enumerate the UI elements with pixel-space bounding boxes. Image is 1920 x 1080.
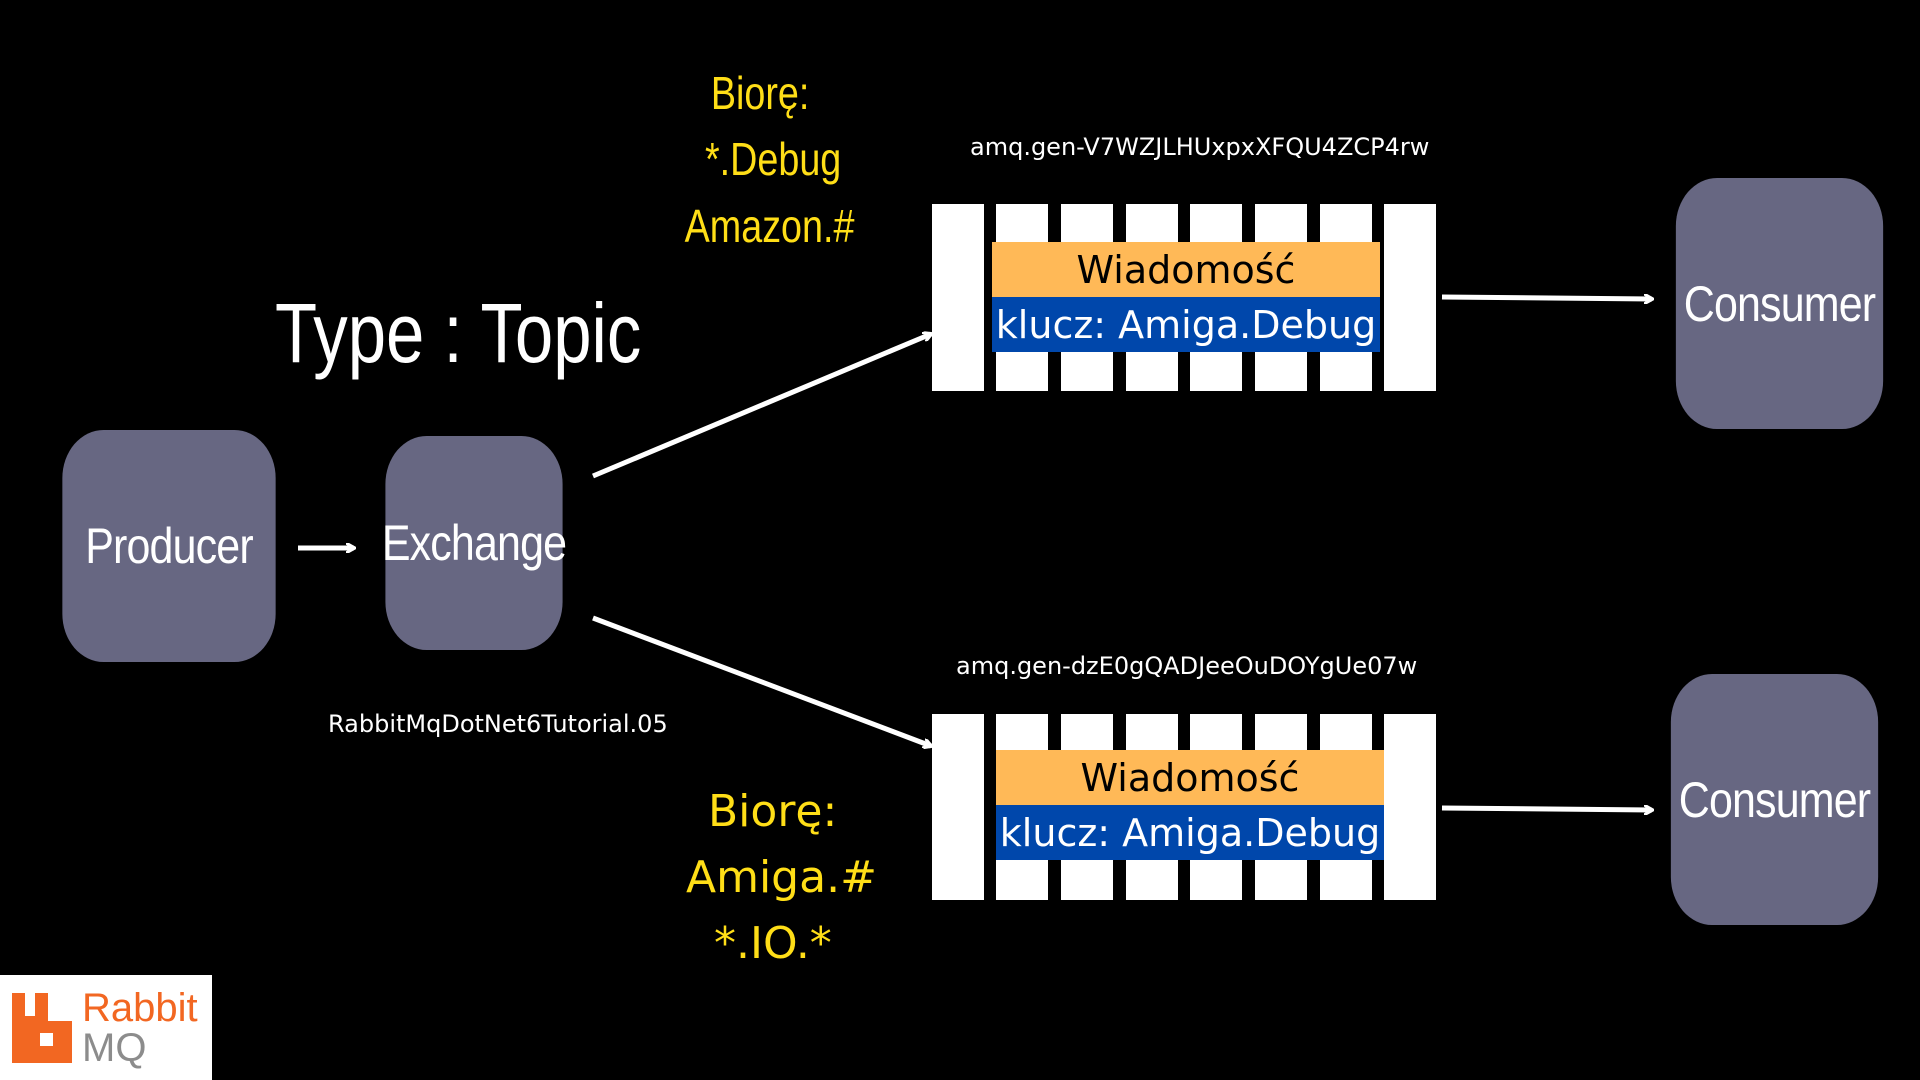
exchange-node: Exchange [382, 436, 567, 650]
queue-top-name: amq.gen-V7WZJLHUxpxXFQU4ZCP4rw [970, 133, 1430, 161]
queue-bottom-end-bar [932, 714, 984, 900]
queue-top-binding-2: Amazon.# [684, 200, 855, 252]
queue-bottom-binding-2: *.IO.* [714, 918, 832, 969]
arrow-queue-top-consumer [1441, 297, 1652, 299]
queue-bottom-binding-title: Biorę: [708, 786, 838, 837]
producer-label: Producer [85, 518, 253, 574]
queue-top-binding-title: Biorę: [710, 67, 810, 119]
queue-bottom-message-key: klucz: Amiga.Debug [996, 805, 1384, 860]
exchange-label: Exchange [381, 515, 567, 571]
queue-top-end-bar [1384, 204, 1436, 391]
rabbitmq-logo: Rabbit MQ [0, 975, 212, 1080]
arrow-queue-bottom-consumer [1441, 808, 1652, 810]
queue-bottom-message: Wiadomość [996, 750, 1384, 805]
logo-word-mq: MQ [82, 1026, 146, 1070]
consumer-bottom-node: Consumer [1670, 674, 1879, 925]
consumer-top-label: Consumer [1683, 275, 1876, 332]
diagram-title: Type : Topic [275, 286, 642, 380]
queue-top-message-key: klucz: Amiga.Debug [992, 297, 1380, 352]
producer-node: Producer [62, 430, 276, 662]
arrow-exchange-queue-bottom [592, 615, 931, 746]
consumer-bottom-label: Consumer [1678, 771, 1871, 828]
queue-top: Wiadomość klucz: Amiga.Debug [932, 204, 1436, 391]
rabbit-icon: Rabbit MQ [12, 986, 198, 1070]
logo-word-rabbit: Rabbit [82, 986, 198, 1030]
queue-bottom-end-bar [1384, 714, 1436, 900]
consumer-top-node: Consumer [1675, 178, 1884, 429]
arrow-exchange-queue-top [592, 334, 931, 479]
queue-top-binding-1: *.Debug [704, 133, 842, 185]
queue-bottom-binding-1: Amiga.# [686, 852, 877, 903]
queue-top-message: Wiadomość [992, 242, 1380, 297]
queue-bottom-name: amq.gen-dzE0gQADJeeOuDOYgUe07w [956, 652, 1418, 680]
exchange-name: RabbitMqDotNet6Tutorial.05 [328, 710, 668, 738]
queue-top-end-bar [932, 204, 984, 391]
queue-bottom: Wiadomość klucz: Amiga.Debug [932, 714, 1436, 900]
